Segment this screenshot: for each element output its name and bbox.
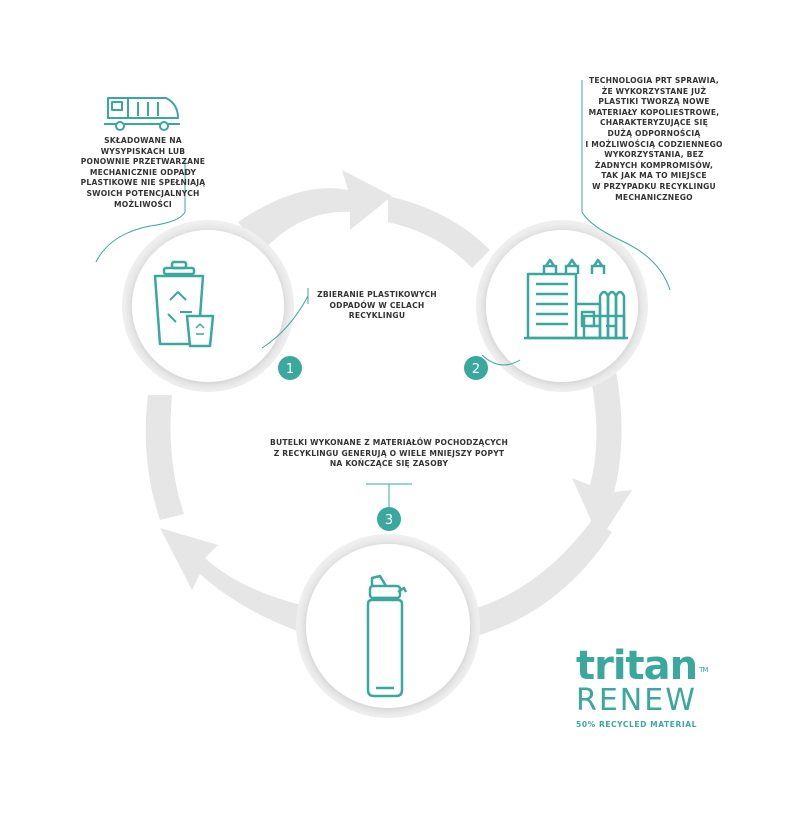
step-badges: 1 2 3 <box>278 356 488 531</box>
arrow-tail-top <box>388 196 490 268</box>
brand-tagline: 50% RECYCLED MATERIAL <box>576 720 698 729</box>
stage-circles <box>122 220 648 718</box>
badge-3 <box>377 507 401 531</box>
badge-1 <box>278 356 302 380</box>
note-landfill: SKŁADOWANE NA WYSYPISKACH LUB PONOWNIE P… <box>80 136 206 209</box>
water-bottle-icon <box>366 574 408 698</box>
brand-name-text: tritan <box>576 643 698 689</box>
arrow-3-to-1 <box>160 528 305 632</box>
circle-factory-inner <box>486 230 638 382</box>
note-step3-bottles: BUTELKI WYKONANE Z MATERIAŁÓW POCHODZĄCY… <box>269 438 509 469</box>
note-prt-technology: TECHNOLOGIA PRT SPRAWIA, ŻE WYKORZYSTANE… <box>585 76 723 202</box>
brand-trademark: TM <box>699 666 708 674</box>
arrow-1-to-2 <box>238 170 392 252</box>
recycling-bins-icon <box>153 260 215 348</box>
arrow-tail-right <box>470 520 612 636</box>
factory-icon <box>524 258 628 340</box>
badge-1-label: 1 <box>286 362 294 377</box>
line-top-left <box>95 160 186 263</box>
circle-bottle-inner <box>306 544 470 708</box>
badge-2 <box>464 356 488 380</box>
brand-renew: RENEW <box>576 683 697 718</box>
badge-2-label: 2 <box>472 362 480 377</box>
arrow-2-to-3 <box>572 352 632 540</box>
cycle-arrows <box>145 170 632 636</box>
line-step1 <box>261 295 309 349</box>
line-step2 <box>481 354 521 366</box>
badge-3-label: 3 <box>385 513 393 528</box>
circle-collection-inner <box>132 230 284 382</box>
arrow-tail-left <box>145 395 184 520</box>
line-top-right <box>581 80 671 291</box>
connector-lines <box>95 80 671 508</box>
garbage-truck-icon <box>104 97 180 131</box>
note-step1-collection: ZBIERANIE PLASTIKOWYCH ODPADÓW W CELACH … <box>317 290 437 321</box>
